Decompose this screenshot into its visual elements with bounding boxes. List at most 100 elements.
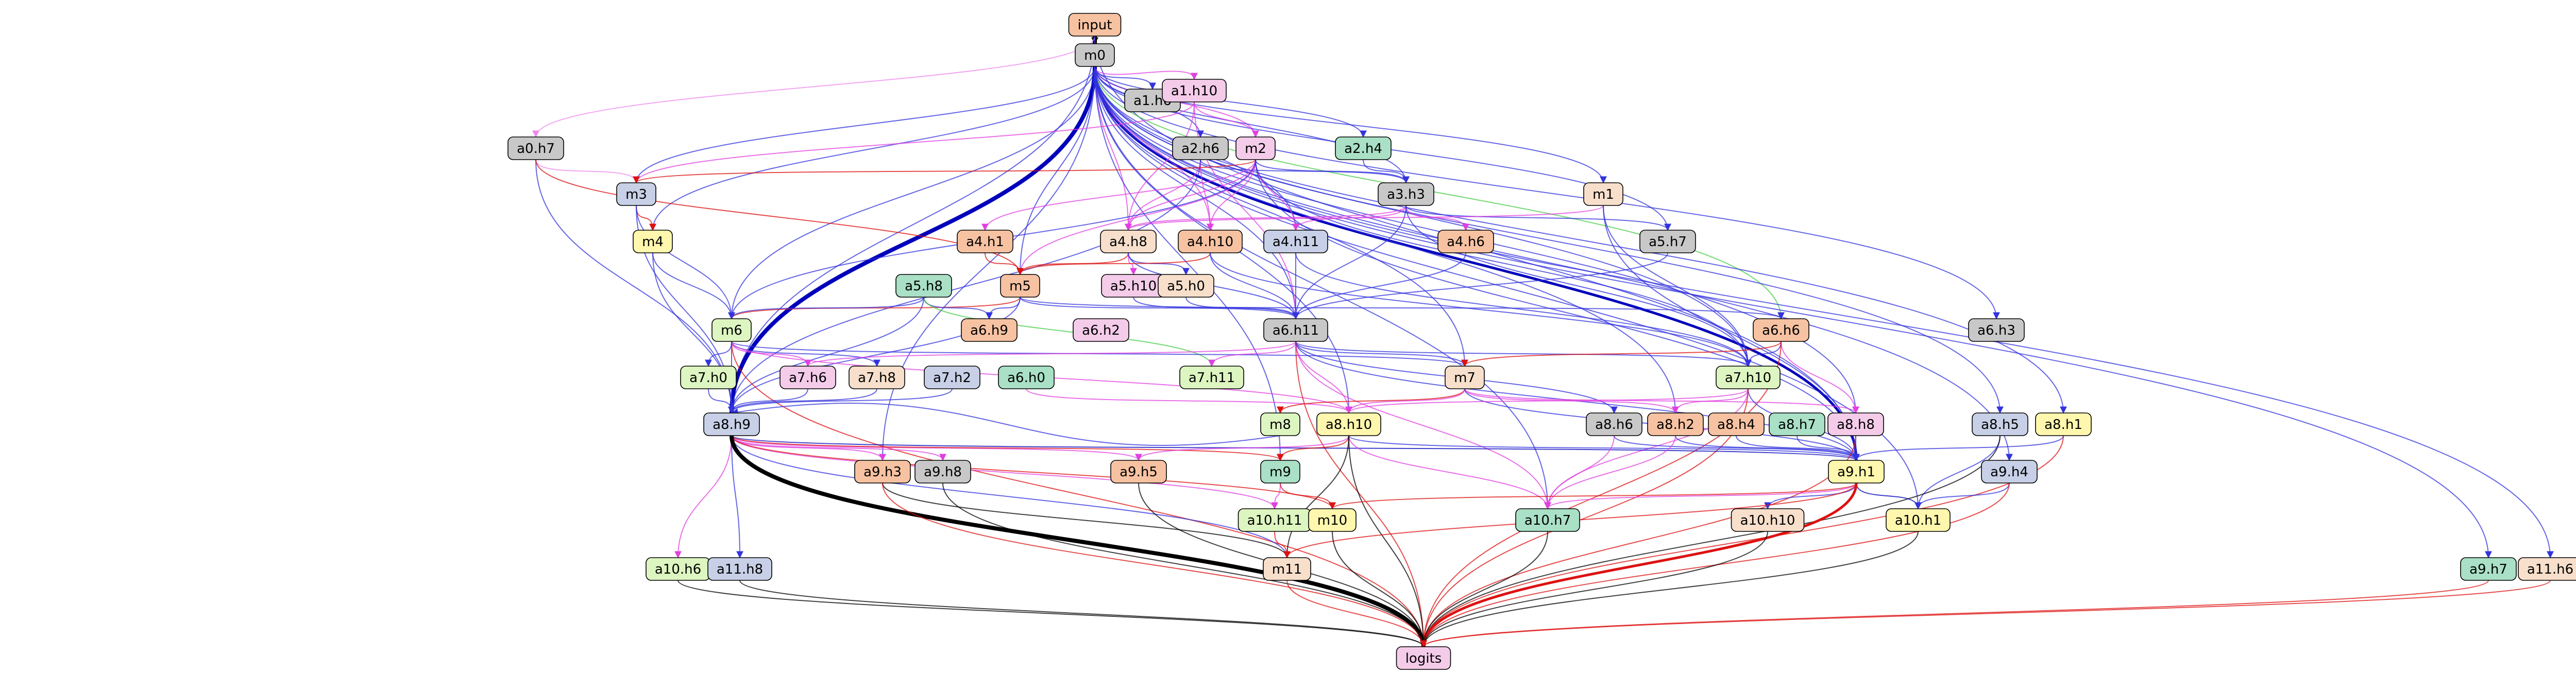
node-a9h4[interactable]: a9.h4 <box>1981 460 2038 484</box>
edge-m9-to-m10 <box>1280 482 1336 510</box>
node-a11h6[interactable]: a11.h6 <box>2518 557 2576 581</box>
edge-m5-to-m6 <box>728 297 1021 320</box>
edge-a5h8-to-a7h11 <box>923 297 1215 367</box>
node-box <box>1260 460 1300 484</box>
node-box <box>1263 318 1328 342</box>
edge-a6h0-to-a8h10 <box>1026 388 1352 414</box>
node-a2h6[interactable]: a2.h6 <box>1172 136 1229 160</box>
node-a6h0[interactable]: a6.h0 <box>998 366 1055 389</box>
node-a5h7[interactable]: a5.h7 <box>1639 230 1696 253</box>
node-label: a8.h8 <box>1837 417 1875 433</box>
node-a4h11[interactable]: a4.h11 <box>1263 230 1328 253</box>
node-a6h9[interactable]: a6.h9 <box>961 318 1018 342</box>
node-a7h8[interactable]: a7.h8 <box>849 366 905 389</box>
node-label: a8.h6 <box>1595 417 1633 433</box>
edge-m3-to-m6 <box>636 205 735 320</box>
node-box <box>1316 412 1381 436</box>
node-a11h8[interactable]: a11.h8 <box>707 557 772 581</box>
edge-m5-to-a6h9 <box>986 297 1021 320</box>
node-a4h6[interactable]: a4.h6 <box>1437 230 1494 253</box>
node-label: m9 <box>1269 464 1291 480</box>
node-box <box>1769 412 1825 436</box>
node-a10h10[interactable]: a10.h10 <box>1731 508 1805 532</box>
node-a8h7[interactable]: a8.h7 <box>1769 412 1825 436</box>
edge-a8h1-to-logits <box>1420 435 2064 648</box>
node-a6h3[interactable]: a6.h3 <box>1968 318 2025 342</box>
node-a10h7[interactable]: a10.h7 <box>1515 508 1580 532</box>
node-a9h3[interactable]: a9.h3 <box>854 460 911 484</box>
node-m9[interactable]: m9 <box>1260 460 1300 484</box>
node-box <box>616 182 656 206</box>
node-box <box>1828 460 1885 484</box>
node-a10h6[interactable]: a10.h6 <box>646 557 710 581</box>
node-a1h10[interactable]: a1.h10 <box>1162 79 1227 102</box>
node-m6[interactable]: m6 <box>711 318 752 342</box>
node-box <box>998 366 1055 389</box>
node-a7h6[interactable]: a7.h6 <box>779 366 836 389</box>
node-a6h11[interactable]: a6.h11 <box>1263 318 1328 342</box>
edge-m4-to-m6 <box>652 252 735 320</box>
node-m10[interactable]: m10 <box>1308 508 1357 532</box>
edge-a6h11-to-m7 <box>1295 341 1468 367</box>
edge-a6h11-to-a7h10 <box>1295 341 1752 367</box>
node-label: a4.h8 <box>1109 234 1147 250</box>
node-m0[interactable]: m0 <box>1075 43 1115 67</box>
edge-a9h1-to-a10h7 <box>1544 482 1857 510</box>
node-a2h4[interactable]: a2.h4 <box>1335 136 1392 160</box>
node-a5h10[interactable]: a5.h10 <box>1101 274 1166 298</box>
node-a9h8[interactable]: a9.h8 <box>914 460 971 484</box>
node-m8[interactable]: m8 <box>1260 412 1300 436</box>
node-label: a9.h3 <box>863 464 902 480</box>
node-a9h1[interactable]: a9.h1 <box>1828 460 1885 484</box>
node-a4h1[interactable]: a4.h1 <box>957 230 1013 253</box>
node-a10h1[interactable]: a10.h1 <box>1886 508 1951 532</box>
node-m4[interactable]: m4 <box>633 230 673 253</box>
node-a6h2[interactable]: a6.h2 <box>1073 318 1129 342</box>
node-a7h2[interactable]: a7.h2 <box>924 366 980 389</box>
node-a8h5[interactable]: a8.h5 <box>1972 412 2028 436</box>
node-box <box>1263 230 1328 253</box>
node-box <box>1073 318 1129 342</box>
node-a7h0[interactable]: a7.h0 <box>680 366 737 389</box>
edge-a6h6-to-a7h10 <box>1744 341 1782 367</box>
node-a6h6[interactable]: a6.h6 <box>1753 318 1809 342</box>
node-label: m5 <box>1009 279 1031 294</box>
node-a8h9[interactable]: a8.h9 <box>703 412 760 436</box>
node-a8h10[interactable]: a8.h10 <box>1316 412 1381 436</box>
edge-m0-to-a3h3 <box>1094 66 1410 184</box>
node-box <box>2518 557 2576 581</box>
node-a8h4[interactable]: a8.h4 <box>1708 412 1765 436</box>
node-input[interactable]: input <box>1068 13 1122 37</box>
node-a5h0[interactable]: a5.h0 <box>1158 274 1214 298</box>
node-a8h6[interactable]: a8.h6 <box>1586 412 1642 436</box>
node-a8h1[interactable]: a8.h1 <box>2035 412 2092 436</box>
node-m2[interactable]: m2 <box>1235 136 1276 160</box>
node-m1[interactable]: m1 <box>1583 182 1623 206</box>
node-a3h3[interactable]: a3.h3 <box>1378 182 1434 206</box>
node-a9h7[interactable]: a9.h7 <box>2460 557 2517 581</box>
node-label: a4.h10 <box>1187 234 1233 250</box>
edge-a6h11-to-logits <box>1295 341 1427 648</box>
node-a4h10[interactable]: a4.h10 <box>1178 230 1243 253</box>
node-box <box>924 366 980 389</box>
edge-a0h7-to-m5 <box>535 159 1024 275</box>
node-a0h7[interactable]: a0.h7 <box>507 136 564 160</box>
node-a4h8[interactable]: a4.h8 <box>1100 230 1157 253</box>
node-a7h11[interactable]: a7.h11 <box>1179 366 1244 389</box>
node-box <box>1708 412 1765 436</box>
node-a8h8[interactable]: a8.h8 <box>1827 412 1884 436</box>
node-a9h5[interactable]: a9.h5 <box>1110 460 1167 484</box>
node-a10h11[interactable]: a10.h11 <box>1238 508 1312 532</box>
node-m3[interactable]: m3 <box>616 182 656 206</box>
node-logits[interactable]: logits <box>1396 646 1451 670</box>
node-a7h10[interactable]: a7.h10 <box>1716 366 1781 389</box>
node-m7[interactable]: m7 <box>1445 366 1485 389</box>
edge-layer <box>532 34 2554 648</box>
node-box <box>1639 230 1696 253</box>
node-m5[interactable]: m5 <box>1000 274 1040 298</box>
node-box <box>895 274 952 298</box>
node-a8h2[interactable]: a8.h2 <box>1647 412 1704 436</box>
node-a5h8[interactable]: a5.h8 <box>895 274 952 298</box>
node-m11[interactable]: m11 <box>1263 557 1311 581</box>
edge-a8h6-to-a10h7 <box>1544 435 1615 510</box>
